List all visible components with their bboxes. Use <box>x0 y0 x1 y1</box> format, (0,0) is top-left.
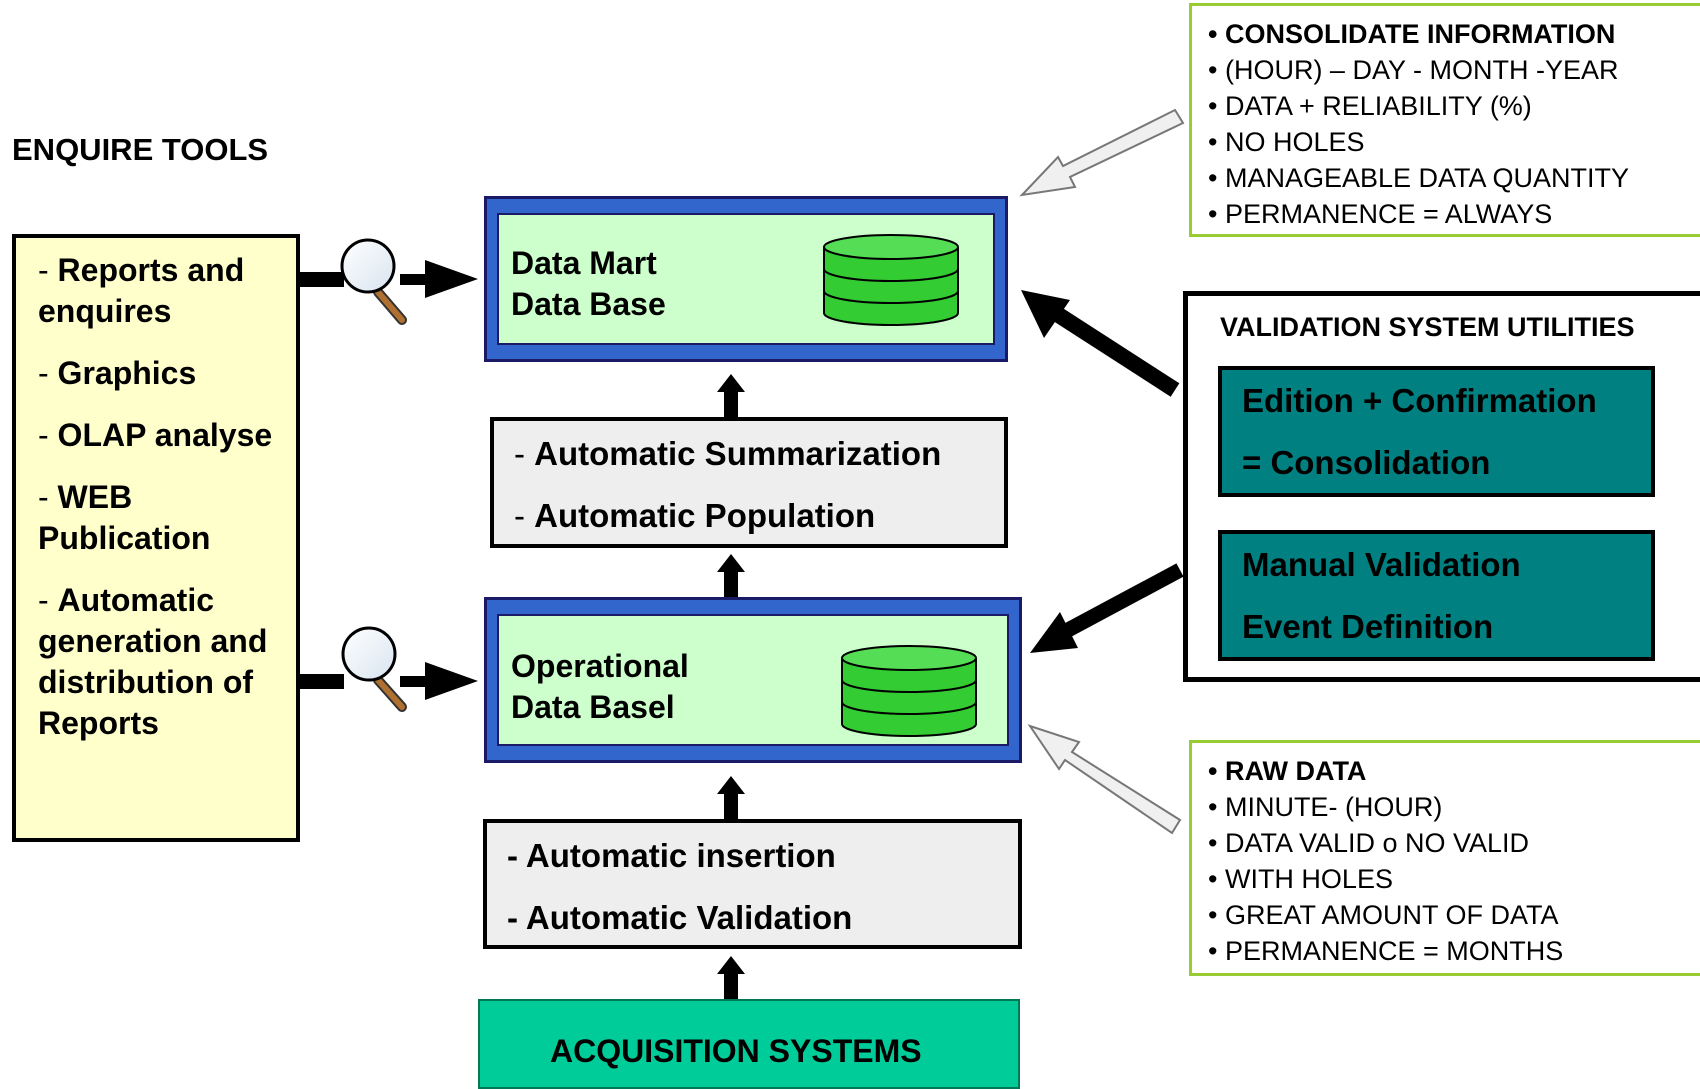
arrow-icon <box>1019 108 1185 197</box>
bullet-dash: - <box>38 252 58 288</box>
enquire-item: - Automatic generation and distribution … <box>38 580 296 744</box>
data-mart-label: Data Mart <box>511 245 657 281</box>
magnifier-icon <box>340 238 407 325</box>
enquire-item: - WEB Publication <box>38 477 296 559</box>
enquire-item-label: OLAP analyse <box>57 417 273 453</box>
enquire-tools-box: - Reports and enquires - Graphics - OLAP… <box>12 234 300 842</box>
operational-db-node: Operational Data Basel <box>484 597 1022 763</box>
bullet-dash: - <box>38 417 58 453</box>
edition-confirmation-box: Edition + Confirmation = Consolidation <box>1218 366 1655 497</box>
info-line: • PERMANENCE = MONTHS <box>1208 936 1564 966</box>
enquire-item-label: Reports and enquires <box>38 252 245 329</box>
step-label: - Automatic insertion <box>507 837 836 874</box>
teal-label: Event Definition <box>1242 608 1494 645</box>
manual-validation-box: Manual Validation Event Definition <box>1218 530 1655 661</box>
database-cylinder-icon <box>823 234 959 326</box>
info-line: • CONSOLIDATE INFORMATION <box>1208 19 1616 49</box>
arrow-icon <box>717 776 745 820</box>
bullet-dash: - <box>38 355 58 391</box>
magnifier-icon <box>341 626 407 712</box>
info-line: • MANAGEABLE DATA QUANTITY <box>1208 163 1630 193</box>
arrow-icon <box>1030 563 1184 653</box>
bullet-dash: - <box>38 479 58 515</box>
info-line: • NO HOLES <box>1208 127 1365 157</box>
operational-db-panel: Operational Data Basel <box>497 614 1009 746</box>
population-line: - Automatic Population <box>514 497 875 535</box>
enquire-item-label: Automatic generation and distribution of… <box>38 582 268 741</box>
data-mart-panel: Data Mart Data Base <box>497 213 995 345</box>
teal-label: Manual Validation <box>1242 546 1521 583</box>
teal-label: Edition + Confirmation <box>1242 382 1597 419</box>
acquisition-systems-node: ACQUISITION SYSTEMS <box>478 999 1020 1089</box>
info-line: • DATA VALID o NO VALID <box>1208 828 1530 858</box>
validation-utilities-box: VALIDATION SYSTEM UTILITIES Edition + Co… <box>1183 291 1700 682</box>
insertion-step: - Automatic insertion - Automatic Valida… <box>483 819 1022 949</box>
raw-data-info-box: • RAW DATA • MINUTE- (HOUR) • DATA VALID… <box>1189 740 1700 976</box>
summarization-step: - Automatic Summarization - Automatic Po… <box>490 417 1008 548</box>
arrow-icon <box>717 374 745 418</box>
data-mart-label: Data Base <box>511 286 666 322</box>
info-line: • PERMANENCE = ALWAYS <box>1208 199 1553 229</box>
bullet-dash: - <box>514 435 535 472</box>
step-label: - Automatic Validation <box>507 899 853 936</box>
info-line: • (HOUR) – DAY - MONTH -YEAR <box>1208 55 1619 85</box>
bullet-dash: - <box>514 497 535 534</box>
validation-title: VALIDATION SYSTEM UTILITIES <box>1220 312 1635 342</box>
info-line: • DATA + RELIABILITY (%) <box>1208 91 1532 121</box>
enquire-item: - Reports and enquires <box>38 250 296 332</box>
summarization-line: - Automatic Summarization <box>514 435 941 473</box>
enquire-item: - Graphics <box>38 353 296 394</box>
operational-db-label: Data Basel <box>511 689 675 725</box>
database-cylinder-icon <box>841 645 977 737</box>
arrow-icon <box>717 956 745 1000</box>
enquire-item: - OLAP analyse <box>38 415 296 456</box>
info-line: • WITH HOLES <box>1208 864 1393 894</box>
enquire-item-label: Graphics <box>57 355 197 391</box>
operational-db-label: Operational <box>511 648 689 684</box>
info-line: • MINUTE- (HOUR) <box>1208 792 1443 822</box>
step-label: Automatic Summarization <box>534 435 942 472</box>
consolidated-info-box: • CONSOLIDATE INFORMATION • (HOUR) – DAY… <box>1189 3 1700 237</box>
info-line: • GREAT AMOUNT OF DATA <box>1208 900 1559 930</box>
enquire-connector-bottom <box>300 662 478 700</box>
info-line: • RAW DATA <box>1208 756 1367 786</box>
arrow-icon <box>717 554 745 598</box>
step-label: Automatic Population <box>534 497 876 534</box>
enquire-tools-title: ENQUIRE TOOLS <box>12 132 269 167</box>
data-mart-node: Data Mart Data Base <box>484 196 1008 362</box>
arrow-icon <box>1027 724 1182 835</box>
enquire-item-label: WEB Publication <box>38 479 211 556</box>
bullet-dash: - <box>38 582 58 618</box>
enquire-connector-top <box>300 260 478 298</box>
arrow-icon <box>1021 290 1180 397</box>
teal-label: = Consolidation <box>1242 444 1491 481</box>
acquisition-label: ACQUISITION SYSTEMS <box>550 1033 922 1069</box>
